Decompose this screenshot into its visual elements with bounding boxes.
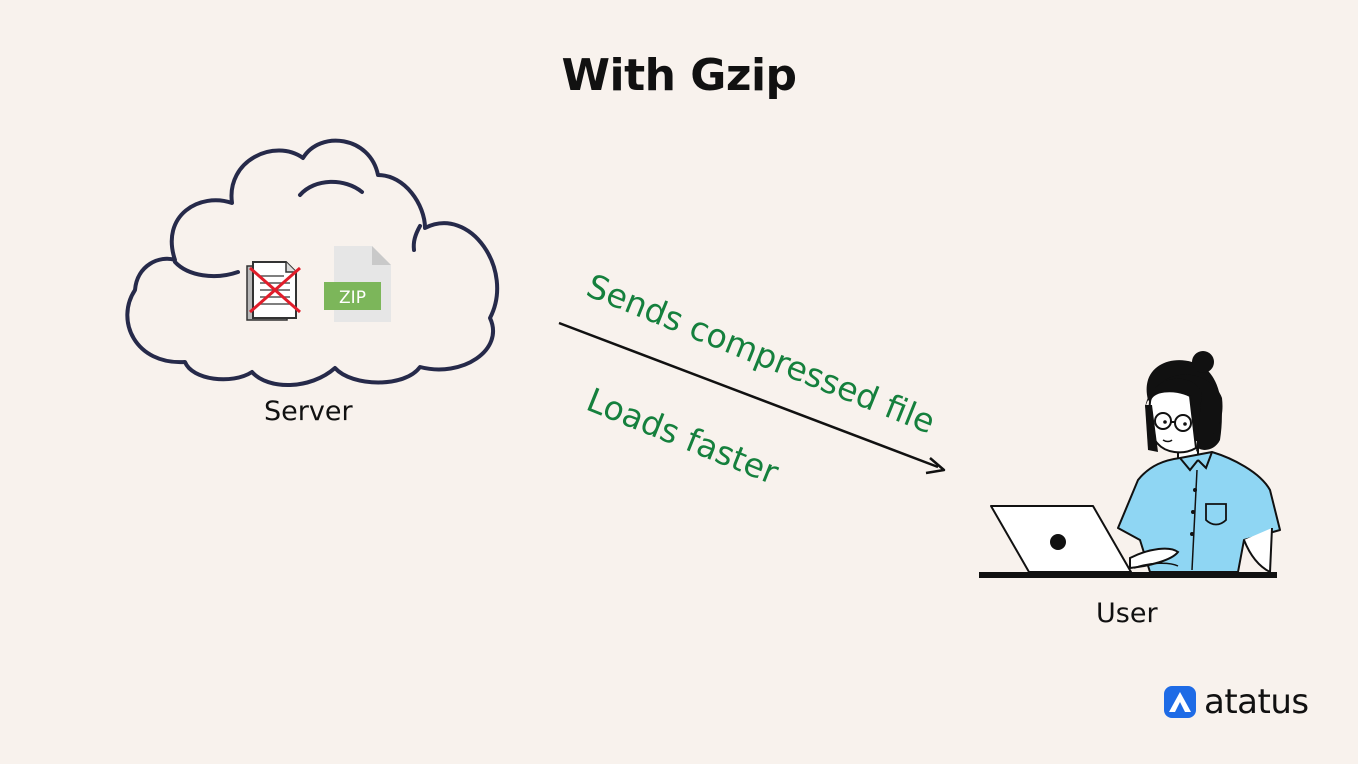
atatus-logo-icon [1164,686,1196,718]
logo-mark-spacer [1163,702,1196,703]
brand-logo: atatus [1163,682,1309,722]
zip-file-icon: ZIP [324,246,391,322]
cross-icon [249,266,301,314]
diagram-title: With Gzip [561,50,797,101]
laptop-icon [990,505,1132,573]
desk [979,572,1277,578]
server-label: Server [264,396,353,427]
user-label: User [1096,598,1158,629]
brand-name: atatus [1204,682,1309,722]
zip-badge-label: ZIP [339,288,366,308]
cloud-icon [125,138,500,387]
transfer-arrow [558,321,946,475]
user-illustration [1117,351,1281,574]
